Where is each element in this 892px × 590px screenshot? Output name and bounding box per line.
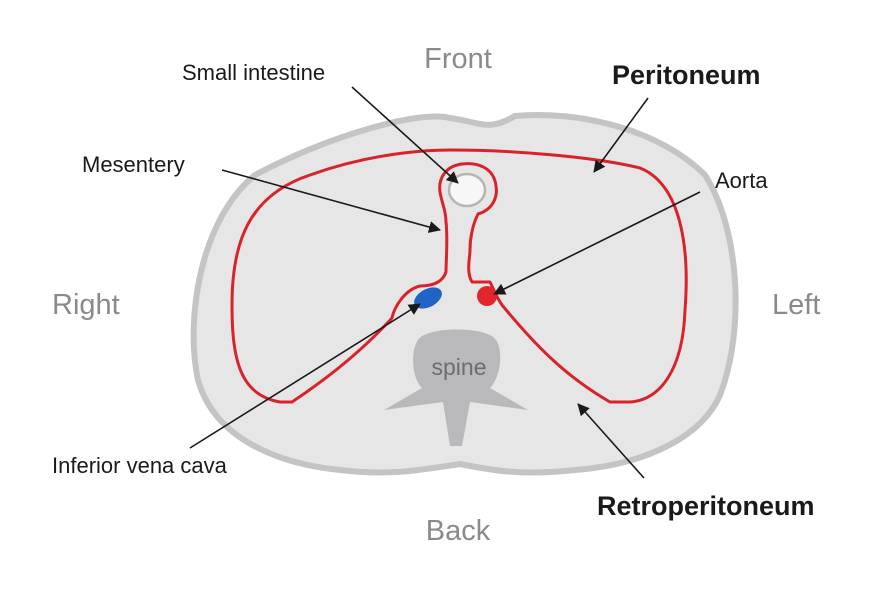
small-intestine-arrow [351, 86, 459, 184]
peritoneum-arrow [593, 97, 649, 173]
front-label: Front [424, 43, 492, 75]
aorta-label: Aorta [715, 168, 768, 193]
aorta-arrow [493, 191, 701, 295]
inferior-vena-cava-vessel [414, 287, 442, 309]
mesentery-arrow [221, 169, 441, 233]
peritoneum-label: Peritoneum [612, 60, 761, 90]
left-label: Left [772, 289, 820, 321]
inferior-vena-cava-label: Inferior vena cava [52, 453, 228, 478]
spine-shape [384, 329, 528, 446]
retroperitoneum-label: Retroperitoneum [597, 491, 815, 521]
leader-arrows [189, 86, 701, 479]
vena-cava-arrow [189, 303, 421, 449]
aorta-vessel [477, 286, 497, 306]
right-label: Right [52, 289, 120, 321]
mesentery-label: Mesentery [82, 152, 185, 177]
small-intestine-label: Small intestine [182, 60, 325, 85]
retroperitoneum-arrow [577, 403, 645, 479]
peritoneum-line [230, 148, 688, 404]
back-label: Back [426, 515, 491, 547]
spine-label: spine [432, 354, 487, 380]
